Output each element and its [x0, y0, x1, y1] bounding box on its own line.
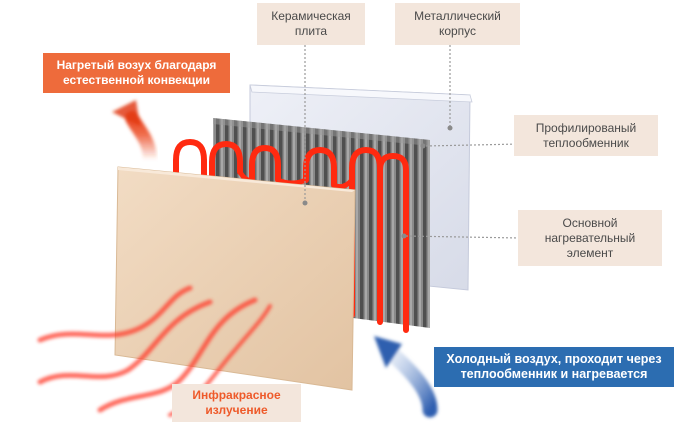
ceramic-plate-marker — [302, 200, 308, 206]
label-infrared: Инфракрасное излучение — [172, 384, 301, 422]
label-cold-air: Холодный воздух, проходит через теплообм… — [434, 347, 674, 387]
leader-lines — [304, 45, 521, 239]
label-ceramic-plate: Керамическая плита — [257, 3, 365, 45]
heat-exchanger-marker — [420, 143, 426, 149]
label-heat-exchanger: Профилированый теплообменник — [514, 115, 658, 156]
label-heated-air: Нагретый возух благодаря естественной ко… — [43, 53, 230, 93]
heat-wave-arrow-icon — [112, 100, 157, 167]
metal-case-marker — [447, 125, 453, 131]
heating-element-marker — [401, 233, 407, 239]
label-heating-element: Основной нагревательный элемент — [518, 210, 662, 266]
cold-air-arrow-icon — [374, 336, 438, 418]
label-metal-case: Металлический корпус — [395, 3, 520, 45]
ceramic-plate — [114, 166, 356, 391]
